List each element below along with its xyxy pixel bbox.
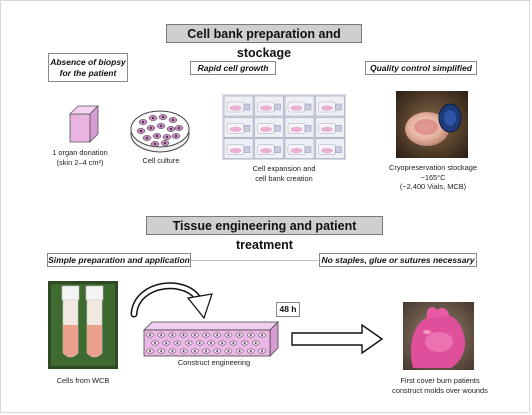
cryopreservation-vial-photo	[396, 91, 468, 158]
caption-burn-patients: First cover burn patients construct mold…	[392, 376, 488, 395]
cell-expansion-flasks-photo	[222, 94, 346, 160]
tag-absence-of-biopsy: Absence of biopsy for the patient	[48, 53, 128, 82]
caption-cell-expansion: Cell expansion and cell bank creation	[252, 164, 316, 183]
caption-cryopreservation: Cryopreservation stockage −165°C (~2,400…	[389, 163, 477, 191]
construct-slab-icon	[143, 321, 279, 357]
caption-cells-from-wcb: Cells from WCB	[56, 376, 110, 385]
tag-quality-control: Quality control simplified	[365, 61, 477, 75]
curved-arrow-icon	[130, 282, 213, 320]
wcb-vials-photo	[48, 281, 118, 369]
caption-cell-culture: Cell culture	[142, 156, 180, 165]
burn-patient-photo	[403, 302, 474, 370]
tag-no-staples: No staples, glue or sutures necessary	[319, 253, 477, 267]
tag-rapid-cell-growth: Rapid cell growth	[190, 61, 276, 75]
time-48h-label: 48 h	[276, 302, 300, 317]
section2-title: Tissue engineering and patient treatment	[146, 216, 383, 252]
caption-construct-engineering: Construct engineering	[177, 358, 251, 367]
organ-cube-icon	[69, 105, 99, 143]
tag-simple-preparation: Simple preparation and application	[47, 253, 191, 267]
divider-line-left	[191, 260, 319, 261]
section1-title: Cell bank preparation and stockage	[166, 24, 362, 60]
right-arrow-icon	[291, 323, 384, 355]
caption-organ-donation: 1 organ donation (skin 2–4 cm²)	[52, 148, 108, 167]
cell-culture-dish-icon	[130, 110, 190, 153]
